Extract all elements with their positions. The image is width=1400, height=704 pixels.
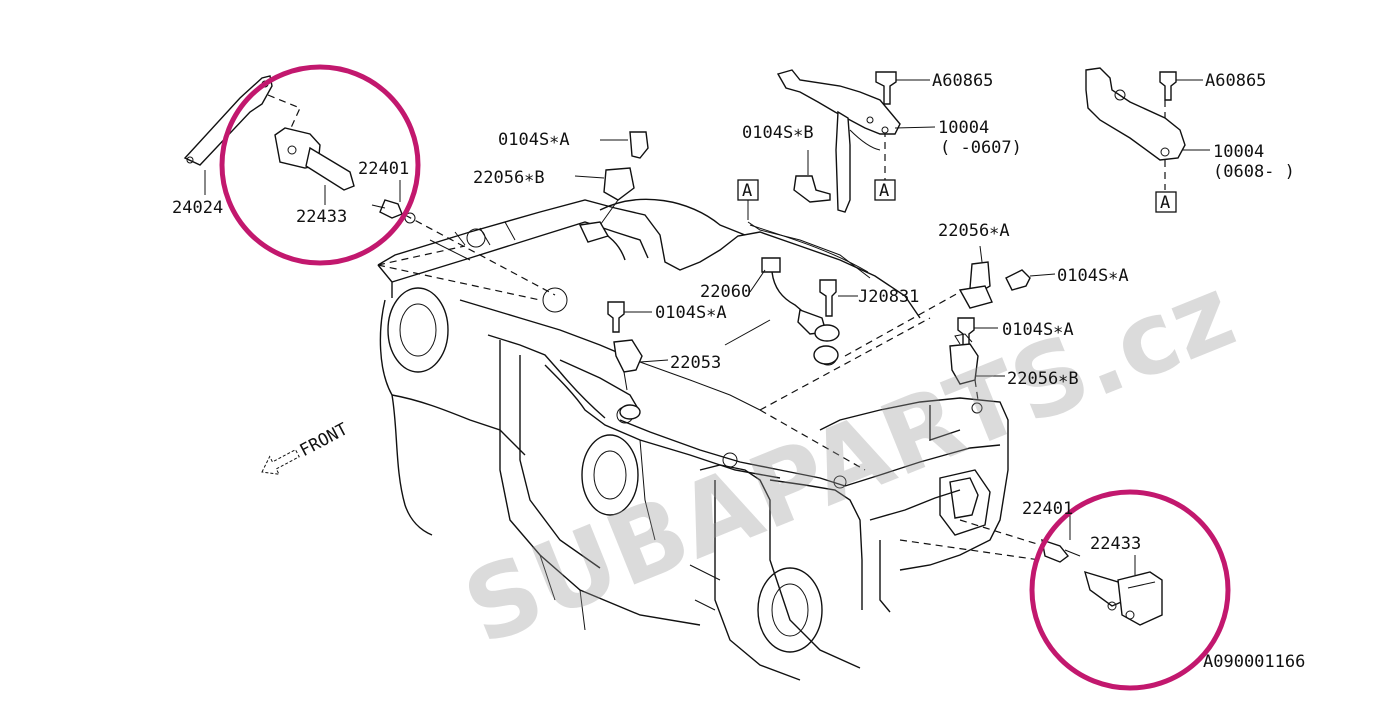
label-10004-left: 10004 xyxy=(938,118,989,138)
label-10004-left-range: ( -0607) xyxy=(940,138,1022,158)
label-22401-right: 22401 xyxy=(1022,499,1073,519)
bolt-0104SA-mid xyxy=(607,301,625,333)
label-10004-right: 10004 xyxy=(1213,142,1264,162)
diagram-code: A090001166 xyxy=(1203,652,1305,672)
bolt-J20831 xyxy=(819,279,837,317)
bolt-0104SA-right1 xyxy=(1005,269,1031,291)
sensor-22053 xyxy=(613,339,643,373)
front-arrow: FRONT xyxy=(261,419,352,475)
ref-box-a-1: A xyxy=(737,179,759,201)
center-sensor-22060 xyxy=(724,257,858,365)
bolt-0104SA-top xyxy=(629,131,649,159)
ref-box-a-2: A xyxy=(874,179,896,201)
sensor-22053-group xyxy=(607,301,669,420)
bolt-0104SA-right2 xyxy=(957,317,975,349)
label-J20831: J20831 xyxy=(858,287,919,307)
bolt-A60865-right xyxy=(1159,71,1177,101)
bolt-A60865-left xyxy=(875,71,897,105)
bracket-10004-new xyxy=(1085,67,1210,161)
label-0104SA-right2: 0104S∗A xyxy=(1002,320,1074,340)
label-24024: 24024 xyxy=(172,198,223,218)
label-22056B-top: 22056∗B xyxy=(473,168,545,188)
ref-box-a-3: A xyxy=(1155,191,1177,213)
engine-block xyxy=(377,198,1009,681)
right-sensor-22056B xyxy=(949,317,1005,385)
label-0104SA-top: 0104S∗A xyxy=(498,130,570,150)
highlight-circle-left xyxy=(219,64,421,266)
sensor-22401-right xyxy=(1041,538,1069,563)
label-22433-right: 22433 xyxy=(1090,534,1141,554)
label-22056B-right: 22056∗B xyxy=(1007,369,1079,389)
bolt-0104SB xyxy=(793,175,831,203)
sensor-22056B-top xyxy=(603,167,635,201)
svg-text:A: A xyxy=(1160,193,1170,213)
label-22056A: 22056∗A xyxy=(938,221,1010,241)
label-A60865-right: A60865 xyxy=(1205,71,1266,91)
label-22060: 22060 xyxy=(700,282,751,302)
right-sensor-22056A xyxy=(958,245,1056,309)
svg-text:A: A xyxy=(742,181,752,201)
label-22401-left: 22401 xyxy=(358,159,409,179)
label-0104SA-right1: 0104S∗A xyxy=(1057,266,1129,286)
bracket-10004-old xyxy=(776,69,936,213)
part-labels: 24024 22433 22401 0104S∗A 22056∗B 0104S∗… xyxy=(172,71,1305,672)
label-22433-left: 22433 xyxy=(296,207,347,227)
right-sensor-group xyxy=(1041,515,1163,626)
label-22053: 22053 xyxy=(670,353,721,373)
highlight-circle-right xyxy=(1029,489,1231,691)
dashed-leaders xyxy=(267,94,1166,561)
sensor-22056B-right xyxy=(949,343,979,385)
svg-text:A: A xyxy=(879,181,889,201)
top-left-sensor-22056B xyxy=(574,131,649,243)
sensor-22433-right xyxy=(1117,571,1163,626)
front-label: FRONT xyxy=(297,419,352,461)
connector-22060 xyxy=(761,257,781,273)
sensor-22401-left xyxy=(379,199,403,219)
label-0104SA-mid: 0104S∗A xyxy=(655,303,727,323)
label-0104SB: 0104S∗B xyxy=(742,123,814,143)
label-A60865-left: A60865 xyxy=(932,71,993,91)
label-10004-right-range: (0608- ) xyxy=(1213,162,1295,182)
